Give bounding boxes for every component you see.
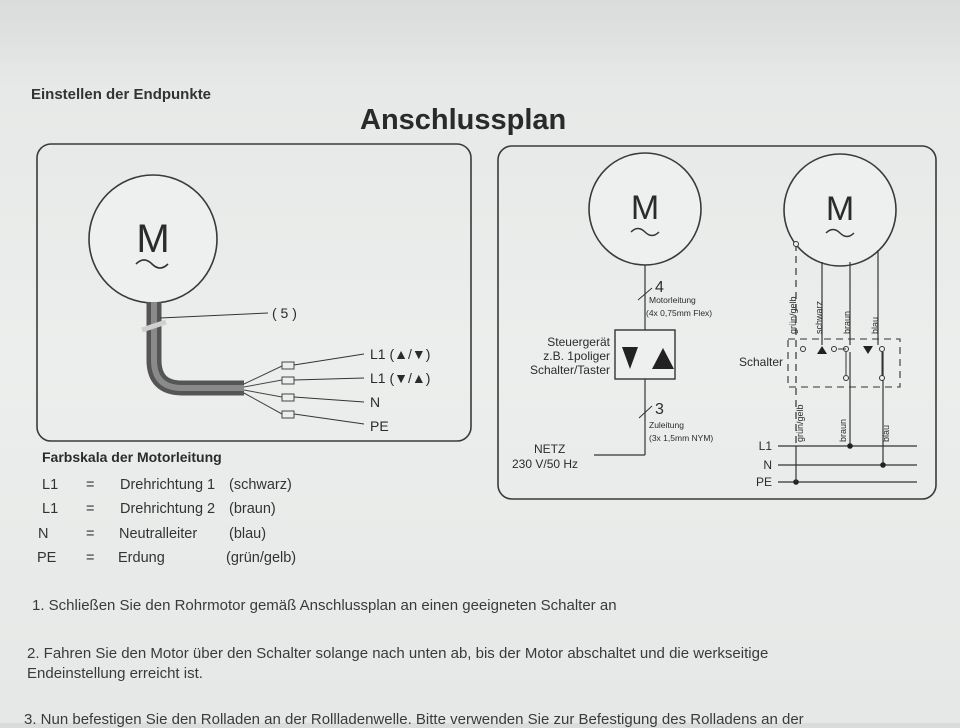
legend-eq: =	[86, 477, 95, 493]
wire-label-pe: PE	[370, 418, 389, 434]
wire-color-label: grün/gelb	[788, 296, 798, 334]
zuleitung-slash	[638, 405, 653, 419]
cable-leader-line	[159, 312, 269, 319]
legend-color: (blau)	[229, 526, 267, 542]
cable-band	[141, 319, 167, 333]
arrow-down-icon	[622, 347, 638, 369]
motorleitung-slash	[637, 287, 653, 301]
motor-symbol-2: M	[826, 190, 854, 228]
motor-circle-2	[783, 153, 897, 267]
switch-box	[787, 338, 901, 388]
wire-ferrules	[281, 361, 295, 419]
legend-color: (schwarz)	[229, 477, 292, 493]
section-heading: Einstellen der Endpunkte	[31, 86, 212, 103]
wire-color-label: braun	[842, 311, 852, 334]
controller-line-1: Steuergerät	[547, 335, 610, 349]
page-title: Anschlussplan	[360, 104, 567, 136]
zuleitung-number: 3	[655, 401, 664, 418]
netz-label: NETZ	[534, 442, 565, 456]
terminal-dot	[793, 241, 799, 247]
arrow-down-icon	[863, 346, 873, 354]
zuleitung-spec: (3x 1,5mm NYM)	[649, 433, 713, 443]
bus-label-n: N	[763, 458, 772, 472]
wire-color-label: blau	[881, 425, 891, 442]
legend-eq: =	[86, 550, 95, 566]
switch-label: Schalter	[739, 355, 783, 369]
legend-color: (braun)	[229, 501, 276, 517]
motorleitung-number: 4	[655, 279, 664, 296]
legend-name: Erdung	[118, 550, 165, 566]
controller-line-2: z.B. 1poliger	[543, 349, 610, 363]
wire-fan	[243, 365, 283, 415]
tilde-icon	[135, 259, 169, 269]
netz-spec: 230 V/50 Hz	[512, 457, 578, 471]
cable-ref-label: ( 5 )	[272, 305, 297, 321]
right-panel-frame	[497, 145, 937, 500]
wire-leaders	[293, 353, 365, 425]
controller-line-3: Schalter/Taster	[530, 363, 610, 377]
legend-eq: =	[86, 501, 95, 517]
right-diagram: M 4 Motorleitung (4x 0,75mm Flex) Steuer…	[497, 145, 937, 500]
wire-label-l1-up: L1 (▲/▼)	[370, 346, 430, 362]
legend-title: Farbskala der Motorleitung	[42, 449, 222, 465]
legend-eq: =	[86, 526, 95, 542]
legend-name: Neutralleiter	[119, 526, 198, 542]
motorleitung-label: Motorleitung	[649, 295, 696, 305]
wire-color-label: grün/gelb	[795, 404, 805, 442]
wire-label-l1-down: L1 (▼/▲)	[370, 370, 430, 386]
left-panel-frame	[36, 143, 472, 442]
arrow-up-icon-fill	[652, 348, 674, 369]
wire-color-label: braun	[838, 419, 848, 442]
bus-lines	[778, 445, 917, 483]
legend-code: PE	[37, 550, 57, 566]
wire-label-n: N	[370, 394, 380, 410]
legend-color: (grün/gelb)	[226, 550, 297, 566]
wire-color-label: blau	[870, 317, 880, 334]
legend-code: L1	[42, 501, 59, 517]
tilde-icon	[630, 227, 660, 237]
instruction-3: 3. Nun befestigen Sie den Rolladen an de…	[24, 711, 804, 728]
instruction-1: 1. Schließen Sie den Rohrmotor gemäß Ans…	[32, 597, 617, 614]
switch-contacts	[800, 346, 885, 381]
motorleitung-spec: (4x 0,75mm Flex)	[646, 308, 712, 318]
motor-cable-highlight	[151, 302, 244, 391]
arrow-up-icon	[817, 346, 827, 354]
motor-symbol-left: M	[136, 217, 169, 261]
instruction-2: 2. Fahren Sie den Motor über den Schalte…	[27, 645, 769, 662]
legend-name: Drehrichtung 2	[120, 501, 216, 517]
left-diagram: M ( 5 ) L1 (▲/▼) L1 (▼/▲) N PE	[36, 143, 472, 442]
legend-code: N	[38, 526, 49, 542]
bus-junctions	[793, 443, 886, 485]
wire-color-label: schwarz	[814, 300, 824, 334]
legend-name: Drehrichtung 1	[120, 477, 216, 493]
instruction-2-cont: Endeinstellung erreicht ist.	[27, 665, 203, 682]
tilde-icon	[825, 228, 855, 238]
bus-label-pe: PE	[756, 475, 772, 489]
legend-code: L1	[42, 477, 59, 493]
zuleitung-label: Zuleitung	[649, 420, 684, 430]
motor-symbol-1: M	[631, 189, 659, 227]
bus-label-l1: L1	[759, 439, 773, 453]
